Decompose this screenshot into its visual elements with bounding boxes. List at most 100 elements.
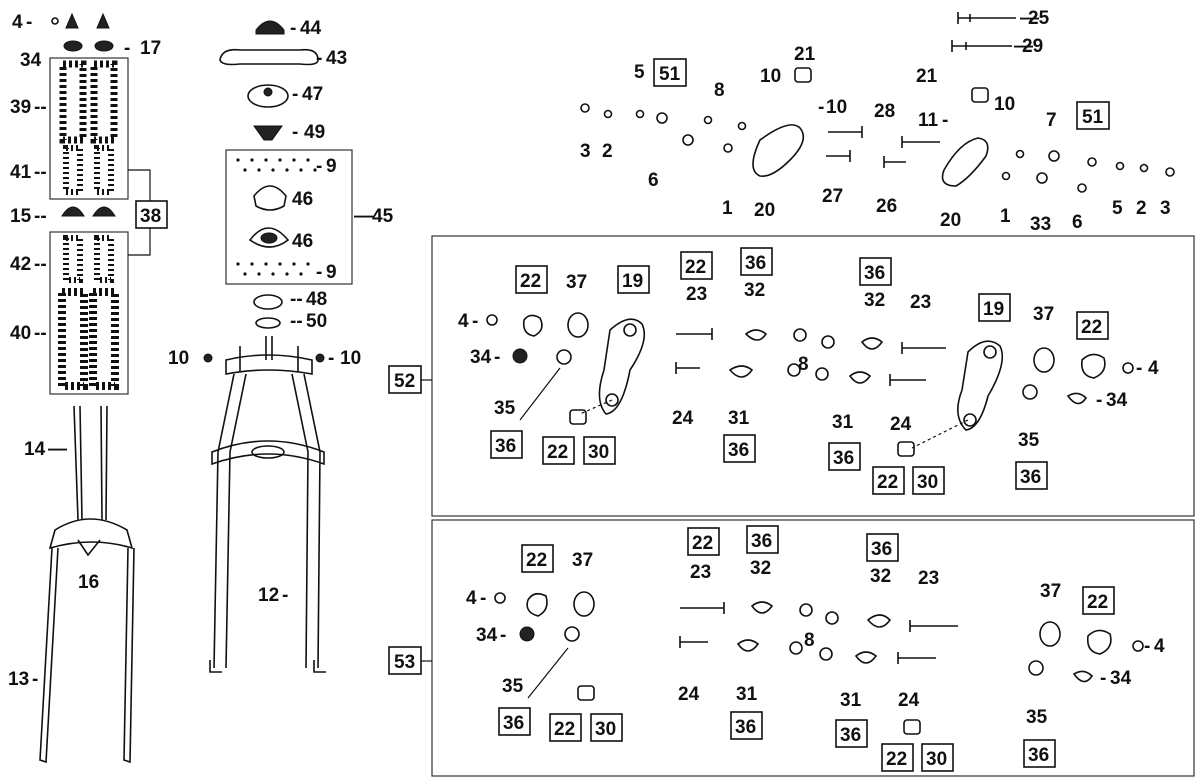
callout-10-top-a: 10 <box>760 66 781 87</box>
callout-1-left: 1 <box>722 198 733 219</box>
column2-labels: - 44 - 43 - 47 - 49 - 9 46 46 — 45 - 9 -… <box>168 18 394 606</box>
callout-9-bottom: 9 <box>326 262 337 283</box>
svg-text:--: -- <box>290 289 303 310</box>
callout-20-left: 20 <box>754 200 775 221</box>
p53-callout-22-c: 22 <box>1087 592 1108 613</box>
callout-39: 39 <box>10 97 31 118</box>
p52-callout-36-d: 36 <box>728 440 749 461</box>
svg-text:—: — <box>1020 8 1039 29</box>
svg-text:-: - <box>316 262 322 283</box>
bolt-25 <box>957 12 1016 24</box>
callout-4: 4 <box>12 12 23 33</box>
stud-27 <box>826 150 851 162</box>
panel-53: 53 <box>388 519 1195 777</box>
callout-13: 13 <box>8 669 29 690</box>
link-arm-20b <box>941 137 989 187</box>
p53-callout-31-b: 31 <box>840 690 862 711</box>
p53-callout-24-a: 24 <box>678 684 700 705</box>
p52-callout-36-f: 36 <box>1020 467 1041 488</box>
p52-callout-22-a: 22 <box>520 271 541 292</box>
callout-3-left: 3 <box>580 141 591 162</box>
svg-text:-: - <box>32 669 38 690</box>
panel-53-labels: 22 37 22 36 36 37 22 23 32 32 23 4 - 34 … <box>466 525 1165 772</box>
svg-text:-: - <box>292 84 298 105</box>
p52-callout-36-b: 36 <box>864 263 885 284</box>
p53-callout-31-a: 31 <box>736 684 758 705</box>
callout-21-right: 21 <box>916 66 938 87</box>
callout-41: 41 <box>10 162 32 183</box>
callout-6-left: 6 <box>648 170 659 191</box>
callout-52: 52 <box>394 371 415 392</box>
p53-callout-36-e: 36 <box>840 725 861 746</box>
p53-callout-4-b: 4 <box>1154 636 1165 657</box>
spring-40 <box>58 288 119 390</box>
p52-callout-19-a: 19 <box>622 271 643 292</box>
svg-text:-: - <box>1096 390 1102 411</box>
callout-51-left: 51 <box>659 64 681 85</box>
bush-21a <box>794 67 812 83</box>
p53-callout-36-d: 36 <box>735 717 756 738</box>
svg-text:-: - <box>290 18 296 39</box>
callout-43: 43 <box>326 48 347 69</box>
p52-callout-22-c: 22 <box>1081 317 1102 338</box>
p52-callout-34-a: 34 <box>470 347 492 368</box>
callout-12: 12 <box>258 585 279 606</box>
p52-callout-36-e: 36 <box>833 448 854 469</box>
callout-1-right: 1 <box>1000 206 1011 227</box>
callout-2-left: 2 <box>602 141 613 162</box>
p53-callout-36-b: 36 <box>871 539 892 560</box>
callout-28: 28 <box>874 101 895 122</box>
callout-15: 15 <box>10 206 32 227</box>
p52-callout-35-b: 35 <box>1018 430 1040 451</box>
p53-callout-32-b: 32 <box>870 566 891 587</box>
callout-3-right: 3 <box>1160 198 1171 219</box>
top-right-labels: — 25 — 29 21 21 5 51 10 8 - 10 28 11 - 1… <box>580 8 1171 235</box>
p52-callout-31-a: 31 <box>728 408 750 429</box>
svg-text:-: - <box>292 122 298 143</box>
svg-text:-: - <box>818 97 824 118</box>
p53-callout-36-a: 36 <box>751 531 772 552</box>
svg-text:--: -- <box>34 162 47 183</box>
p53-callout-22-d: 22 <box>554 719 575 740</box>
callout-33: 33 <box>1030 214 1051 235</box>
p53-callout-37-b: 37 <box>1040 581 1061 602</box>
p52-callout-30-b: 30 <box>917 472 938 493</box>
callout-25: 25 <box>1028 8 1050 29</box>
link-arm-20a <box>752 124 805 177</box>
p52-callout-23-b: 23 <box>910 292 931 313</box>
p53-callout-36-f: 36 <box>1028 745 1049 766</box>
callout-17: 17 <box>140 38 161 59</box>
p53-callout-34-a: 34 <box>476 625 498 646</box>
p53-callout-36-c: 36 <box>503 713 524 734</box>
callout-10-left: 10 <box>168 348 189 369</box>
svg-text:-: - <box>328 348 334 369</box>
p52-callout-30-a: 30 <box>588 442 609 463</box>
ball-bearings-upper <box>236 158 317 172</box>
callout-38: 38 <box>140 206 161 227</box>
callout-20-right: 20 <box>940 210 961 231</box>
p52-callout-36-c: 36 <box>495 436 516 457</box>
p53-callout-35-b: 35 <box>1026 707 1048 728</box>
svg-text:-: - <box>494 347 500 368</box>
p52-callout-22-d: 22 <box>547 442 568 463</box>
box-51-left <box>653 58 687 87</box>
callout-40: 40 <box>10 323 31 344</box>
callout-10-right: 10 <box>340 348 361 369</box>
callout-10-top-b: 10 <box>826 97 847 118</box>
p52-callout-31-b: 31 <box>832 412 854 433</box>
p53-callout-30-b: 30 <box>926 749 947 770</box>
callout-49: 49 <box>304 122 325 143</box>
callout-46-bottom: 46 <box>292 231 313 252</box>
callout-8-top: 8 <box>714 80 725 101</box>
callout-27: 27 <box>822 186 843 207</box>
p52-callout-24-b: 24 <box>890 414 912 435</box>
p52-callout-4-b: 4 <box>1148 358 1159 379</box>
p53-callout-4-a: 4 <box>466 588 477 609</box>
callout-5-left: 5 <box>634 62 645 83</box>
stud-11 <box>901 136 940 148</box>
spring-box-upper <box>49 57 129 200</box>
p52-callout-22-e: 22 <box>877 472 898 493</box>
ball-bearings-lower <box>236 262 310 276</box>
svg-text:-: - <box>942 110 948 131</box>
